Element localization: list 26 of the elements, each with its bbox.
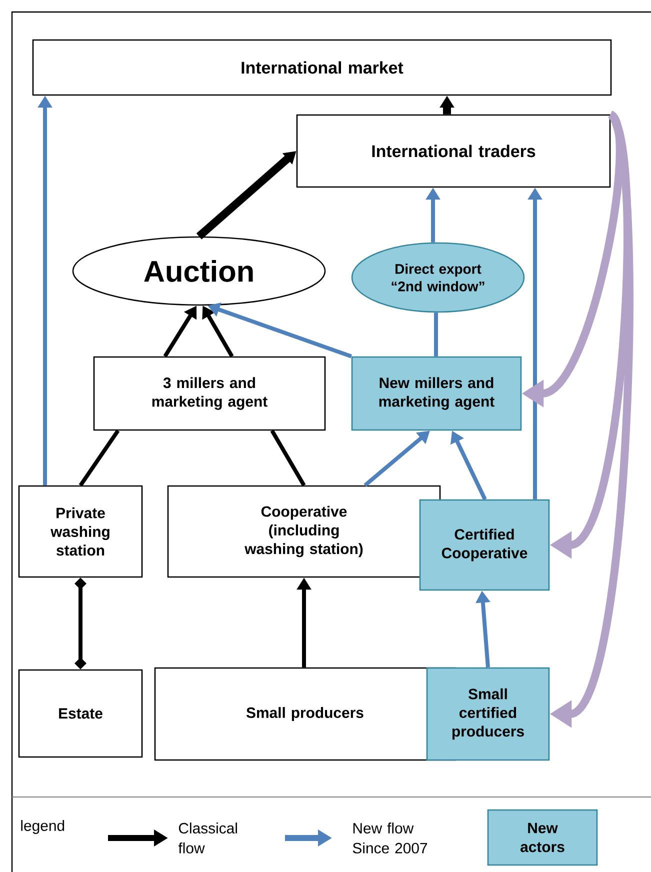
process-box (351, 356, 522, 431)
node-label: International market (242, 61, 404, 74)
node-label: Small producers (246, 707, 364, 721)
process-box (18, 669, 143, 758)
node-label: New millers and marketing agent (379, 377, 494, 410)
process-box (167, 485, 441, 578)
oval-node (351, 242, 525, 313)
oval-node (72, 236, 326, 306)
process-box (18, 485, 143, 578)
legend-title: legend (21, 820, 64, 834)
node-label: 3 millers and marketing agent (152, 377, 268, 410)
node-label: Certified Cooperative (442, 528, 528, 562)
node-label: Cooperative (including washing station) (244, 506, 363, 558)
legend-text: Classical flow (178, 822, 237, 854)
node-label: International traders (372, 144, 536, 158)
process-box (426, 667, 550, 761)
node-label: Direct export “2nd window” (392, 264, 484, 292)
node-label: Private washing station (50, 507, 110, 556)
legend-text: New flow Since 2007 (352, 822, 428, 854)
node-label: Small certified producers (452, 688, 524, 740)
node-label: Auction (144, 260, 253, 282)
node-label: Estate (59, 708, 102, 719)
process-box (296, 114, 611, 188)
process-box (32, 39, 612, 96)
process-box (93, 356, 326, 431)
process-box (419, 499, 550, 591)
